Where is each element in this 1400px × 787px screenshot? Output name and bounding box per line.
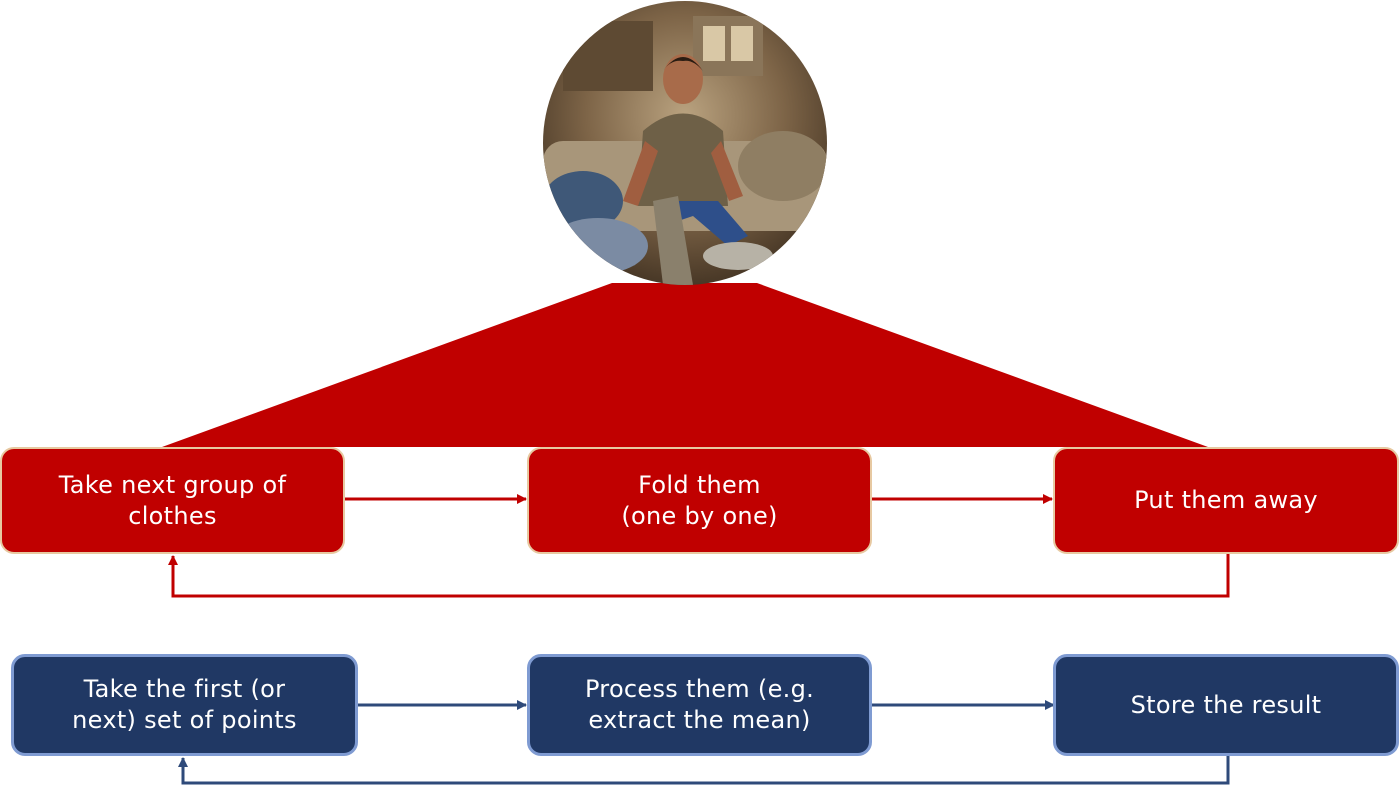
step-take-clothes: Take next group of clothes [0, 447, 345, 554]
step-put-away: Put them away [1053, 447, 1399, 554]
step-process-points: Process them (e.g. extract the mean) [527, 654, 872, 756]
step-fold-clothes: Fold them (one by one) [527, 447, 872, 554]
arrow-red-loop-back [168, 553, 1230, 598]
zoom-trapezoid [162, 283, 1208, 447]
step-take-points: Take the first (or next) set of points [11, 654, 358, 756]
step-store-result: Store the result [1053, 654, 1399, 756]
arrow-blue-loop-back [178, 756, 1230, 785]
person-folding-clothes-photo [543, 1, 827, 285]
